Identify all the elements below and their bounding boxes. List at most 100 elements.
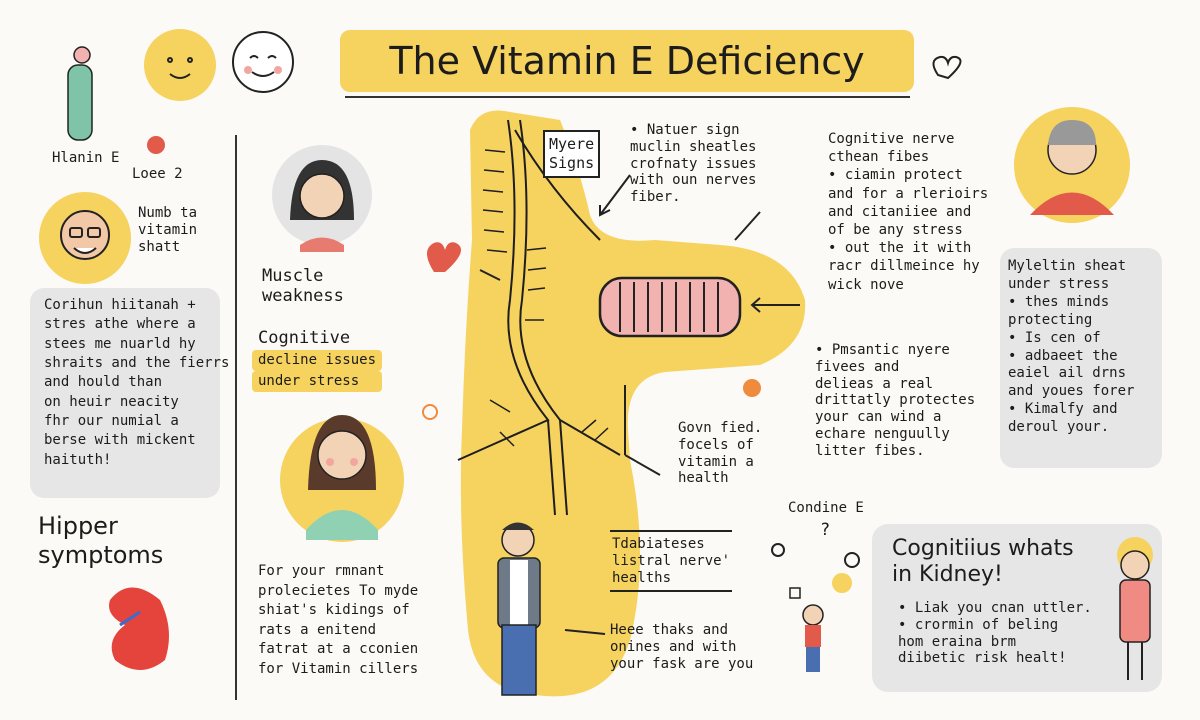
person-icon xyxy=(67,46,93,141)
cognitive-line: under stress xyxy=(252,370,383,392)
question-mark: ? xyxy=(820,520,831,540)
numb-line: shatt xyxy=(138,238,181,255)
burst-icon xyxy=(743,379,761,397)
govn-line: focels of xyxy=(678,436,754,453)
myelin-line: under stress xyxy=(1008,275,1110,292)
nerve-signs-note: • Natuer sign muclin sheatles crofnaty i… xyxy=(630,122,756,206)
cog-line: and for a rlerioirs xyxy=(828,185,989,202)
pmsantic-note: • Pmsantic nyere fivees and delieas a re… xyxy=(815,342,975,460)
kidney-heading-line: in Kidney! xyxy=(892,562,1003,588)
kidney-bullet: • Liak you cnan uttler. xyxy=(898,600,1092,616)
pmsa-line: • Pmsantic nyere xyxy=(815,342,950,358)
kidney-panel-bullets: • Liak you cnan uttler. • crormin of bel… xyxy=(898,600,1092,667)
heee-line: onines and with xyxy=(610,638,737,655)
left-panel-line: and hould than xyxy=(44,374,163,391)
fabiat-line: Tdabiateses xyxy=(612,536,705,552)
govn-line: Govn fied. xyxy=(678,420,763,436)
apple-icon xyxy=(147,136,165,154)
kidney-panel-bg xyxy=(872,524,1162,692)
muscle-fiber-cylinder xyxy=(598,276,742,338)
nerve-line: • Natuer sign xyxy=(630,122,740,138)
myere-line: Myere xyxy=(549,135,595,153)
pmsa-line: echare nenguully xyxy=(815,425,950,442)
sun-icon xyxy=(144,29,216,101)
note-line: for Vitamin cillers xyxy=(258,660,419,677)
left-panel-line: fhr our numial a xyxy=(44,412,179,429)
kidney-icon xyxy=(109,587,169,670)
hipper-symptoms-heading: Hipper symptoms xyxy=(38,512,163,570)
girl-figure xyxy=(1117,537,1153,680)
note-line: fatrat at a cconien xyxy=(258,641,419,658)
kidney-bullet: hom eraina brm xyxy=(898,633,1017,650)
nerve-line: fiber. xyxy=(630,189,681,206)
heart-icon xyxy=(427,242,462,272)
myelin-line: • adbaeet the xyxy=(1008,347,1118,364)
kidney-bullet: diibetic risk healt! xyxy=(898,650,1067,667)
left-panel-line: stres athe where a xyxy=(44,316,196,333)
myere-signs-box: Myere Signs xyxy=(543,130,601,178)
myelin-line: and youes forer xyxy=(1008,383,1135,400)
numb-note: Numb ta vitamin shatt xyxy=(138,205,197,255)
label-loee: Loee 2 xyxy=(132,166,183,182)
pmsa-line: your can wind a xyxy=(815,409,942,426)
cog-line: of be any stress xyxy=(828,221,963,238)
note-line: rats a enitend xyxy=(258,621,377,638)
cog-line: racr dillmeince hy xyxy=(828,258,980,275)
left-panel-text: Corihun hiitanah + stres athe where a st… xyxy=(44,296,229,470)
numb-line: Numb ta xyxy=(138,205,198,221)
sun-face-icon xyxy=(167,57,193,79)
fabiat-line: listral nerve' xyxy=(612,552,731,569)
myelin-panel-bg xyxy=(1000,248,1162,468)
myelin-line: deroul your. xyxy=(1008,419,1110,436)
cog-line: cthean fibes xyxy=(828,149,930,166)
cognitive-nerve-note: Cognitive nerve cthean fibes • ciamin pr… xyxy=(828,130,988,294)
arrows xyxy=(479,174,800,635)
cognitive-line: decline issues xyxy=(252,350,383,371)
ghost-face-icon xyxy=(232,31,294,93)
hipper-line: symptoms xyxy=(38,540,164,569)
cog-line: • ciamin protect xyxy=(828,167,963,184)
nerve-band xyxy=(460,110,806,697)
boy-figure xyxy=(802,604,824,672)
govn-fied-note: Govn fied. focels of vitamin a health xyxy=(678,420,762,487)
left-panel-line: shraits and the fierrs xyxy=(44,354,230,371)
nerve-line: with oun nerves xyxy=(630,172,757,189)
fabiat-line: healths xyxy=(612,569,672,586)
heee-line: Heee thaks and xyxy=(610,622,729,638)
left-panel-line: haituth! xyxy=(44,451,112,468)
nerve-line: crofnaty issues xyxy=(630,155,757,172)
myelin-line: • Is cen of xyxy=(1008,329,1101,346)
left-panel-line: on heuir neacity xyxy=(44,393,179,410)
govn-line: vitamin a xyxy=(678,453,754,470)
note-line: prolecietes To myde xyxy=(258,582,419,599)
myelin-line: • thes minds xyxy=(1008,293,1110,310)
pmsa-line: fivees and xyxy=(815,358,900,375)
cog-line: wick nove xyxy=(828,276,904,293)
left-panel-line: berse with mickent xyxy=(44,432,196,449)
pmsa-line: litter fibes. xyxy=(815,442,925,459)
govn-line: health xyxy=(678,470,729,487)
kidney-bullet: • crormin of beling xyxy=(898,616,1059,633)
heart-outline-icon xyxy=(932,55,962,80)
note-line: shiat's kidings of xyxy=(258,602,410,619)
page-title: The Vitamin E Deficiency xyxy=(340,30,914,92)
myelin-line: • Kimalfy and xyxy=(1008,401,1118,418)
label-hlanin: Hlanin E xyxy=(52,150,120,166)
muscle-line: weakness xyxy=(262,286,344,307)
myelin-line: protecting xyxy=(1008,311,1093,328)
cognitive-highlight: decline issues under stress xyxy=(252,350,383,392)
hipper-line: Hipper xyxy=(38,512,118,540)
condine-label: Condine E xyxy=(788,500,864,516)
tdabiateses-note: Tdabiateses listral nerve' healths xyxy=(610,530,733,593)
myere-line: Signs xyxy=(549,153,595,172)
myelin-line: Myleltin sheat xyxy=(1008,258,1127,274)
nerve-ticks xyxy=(482,149,609,447)
nerve-line: muclin sheatles xyxy=(630,138,757,155)
note-line: For your rmnant xyxy=(258,563,385,579)
kidney-heading-line: Cognitiius whats xyxy=(892,536,1074,561)
numb-line: vitamin xyxy=(138,221,198,238)
nerve-lines xyxy=(457,119,621,516)
left-panel-bg xyxy=(30,288,220,498)
